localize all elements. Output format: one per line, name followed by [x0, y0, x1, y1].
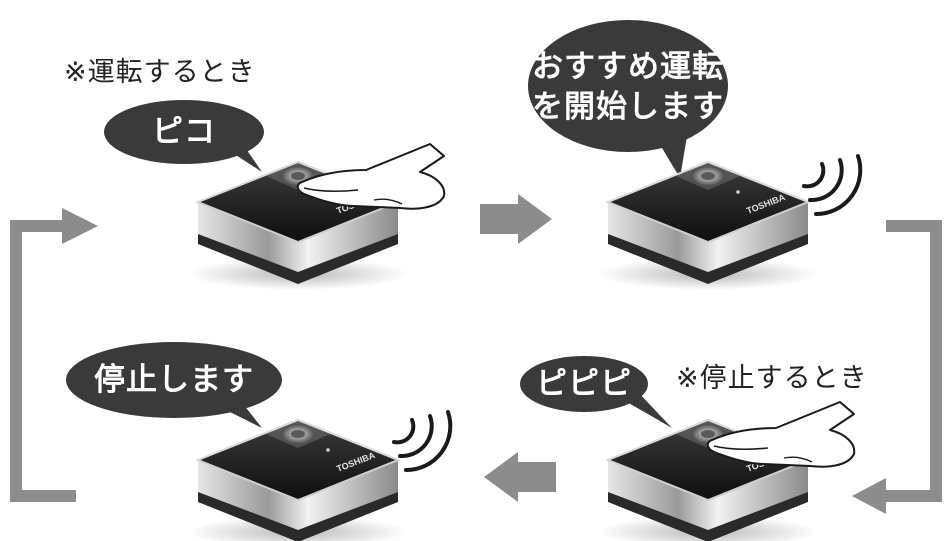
bubble-stop: [520, 356, 672, 428]
caption-stop: ※停止するとき: [676, 363, 868, 394]
arrow-right-icon: [480, 194, 552, 244]
bubble-start: [104, 100, 264, 172]
caption-start: ※運転するとき: [64, 57, 256, 88]
bubble-stopped-text: 停止します: [94, 362, 254, 398]
device-recommended: [597, 161, 819, 291]
sound-waves-icon: [392, 410, 453, 473]
device-stopped: [187, 419, 409, 541]
hand-icon: [706, 401, 856, 468]
arrow-left-icon: [484, 452, 556, 502]
bubble-recommended-line1: おすすめ運転: [532, 49, 724, 85]
sound-waves-icon: [802, 154, 863, 217]
bubble-stopped: [66, 342, 282, 428]
bubble-stop-text: ピピピ: [536, 366, 632, 402]
loop-arrow-left-head: [62, 208, 98, 244]
bubble-recommended-line2: を開始します: [532, 89, 724, 125]
loop-arrow-right: [882, 220, 942, 502]
loop-arrow-right-head: [852, 478, 886, 514]
hand-icon: [296, 143, 446, 210]
bubble-recommended: [528, 20, 728, 178]
bubble-start-text: ピコ: [152, 114, 216, 150]
loop-arrow-left: [10, 220, 76, 502]
